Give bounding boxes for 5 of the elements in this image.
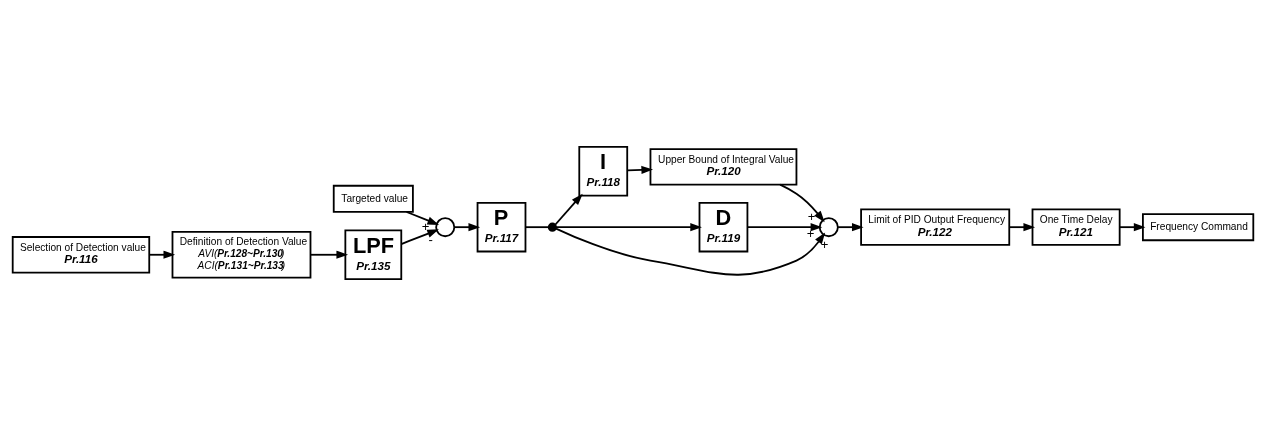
edge-label: + [421, 218, 430, 234]
edge-label: - [428, 231, 433, 247]
edge-label: + [806, 225, 815, 241]
edge-label: + [807, 209, 816, 225]
edge-label: + [820, 237, 829, 253]
